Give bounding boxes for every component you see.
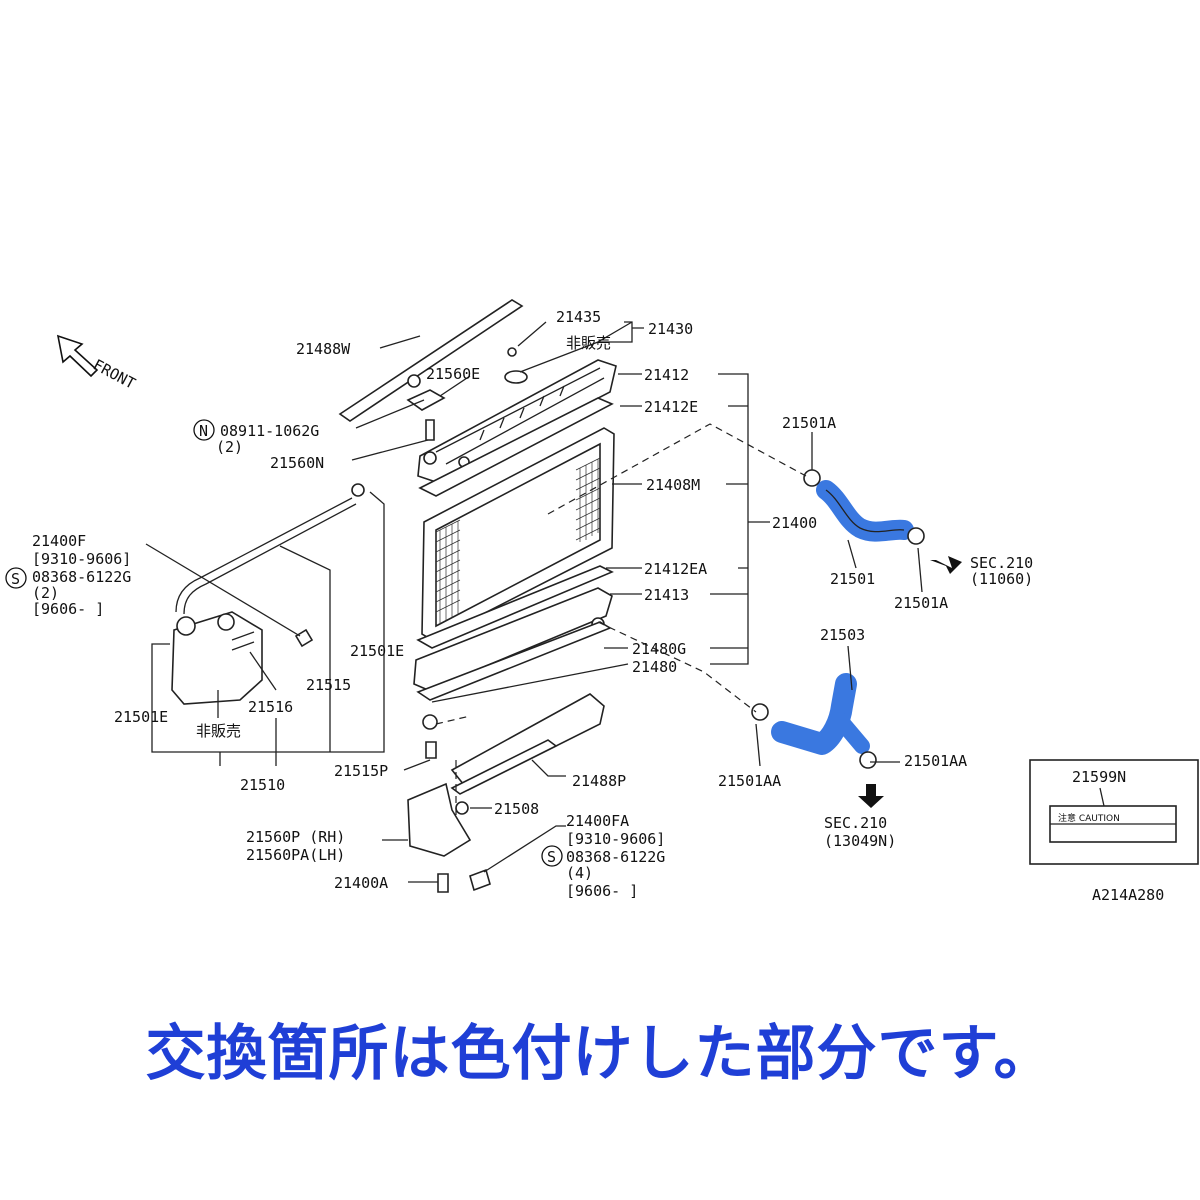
part-21501A-top: 21501A bbox=[782, 414, 836, 432]
cap-seal bbox=[507, 347, 517, 357]
sec-210-upper-ref: (11060) bbox=[970, 570, 1033, 588]
mount-nut bbox=[407, 374, 421, 388]
part-08368-6122G-a: 08368-6122G bbox=[32, 568, 131, 586]
mount-bolt bbox=[425, 419, 435, 441]
radiator-exploded-diagram: FRONT bbox=[5, 299, 1199, 904]
circle-s-icon: S bbox=[11, 570, 20, 588]
part-08911-qty: (2) bbox=[216, 438, 243, 456]
part-21560P-rh: 21560P (RH) bbox=[246, 828, 345, 846]
part-21413: 21413 bbox=[644, 586, 689, 604]
part-08368-a-qty: (2) bbox=[32, 584, 59, 602]
part-21480G: 21480G bbox=[632, 640, 686, 658]
part-08368-b-qty: (4) bbox=[566, 864, 593, 882]
sec-210-lower: SEC.210 bbox=[824, 814, 887, 832]
front-arrow-icon bbox=[56, 334, 99, 378]
lower-gasket bbox=[416, 565, 614, 649]
part-21408M: 21408M bbox=[646, 476, 700, 494]
part-21400F-range1: [9310-9606] bbox=[32, 550, 131, 568]
part-21560PA-lh: 21560PA(LH) bbox=[246, 846, 345, 864]
part-21400A: 21400A bbox=[334, 874, 388, 892]
part-21488P: 21488P bbox=[572, 772, 626, 790]
overflow-hose bbox=[175, 497, 353, 613]
replacement-note-caption: 交換箇所は色付けした部分です。 bbox=[145, 1019, 1055, 1089]
part-21510: 21510 bbox=[240, 776, 285, 794]
core-mesh bbox=[435, 457, 601, 624]
part-21412E: 21412E bbox=[644, 398, 698, 416]
upper-radiator-hose bbox=[816, 480, 914, 542]
part-21400: 21400 bbox=[772, 514, 817, 532]
part-21560N: 21560N bbox=[270, 454, 324, 472]
reservoir-bolt bbox=[294, 628, 314, 648]
part-21501AA-right: 21501AA bbox=[904, 752, 967, 770]
sec-arrow-right-icon bbox=[930, 556, 962, 574]
part-21400FA-range1: [9310-9606] bbox=[566, 830, 665, 848]
part-21400FA-range2: [9606- ] bbox=[566, 882, 638, 900]
part-21400F-range2: [9606- ] bbox=[32, 600, 104, 618]
radiator-seal-top bbox=[338, 299, 524, 422]
part-21435: 21435 bbox=[556, 308, 601, 326]
part-08368-6122G-b: 08368-6122G bbox=[566, 848, 665, 866]
lower-hose-branch bbox=[832, 712, 870, 754]
part-21501AA-left: 21501AA bbox=[718, 772, 781, 790]
part-21480: 21480 bbox=[632, 658, 677, 676]
hose-clamp-upper-1 bbox=[803, 469, 821, 487]
part-21515: 21515 bbox=[306, 676, 351, 694]
part-21516: 21516 bbox=[248, 698, 293, 716]
part-21400F: 21400F bbox=[32, 532, 86, 550]
part-21560E: 21560E bbox=[426, 365, 480, 383]
sec-210-lower-ref: (13049N) bbox=[824, 832, 896, 850]
front-label: FRONT bbox=[90, 356, 138, 393]
hose-clamp-lower-1 bbox=[751, 703, 769, 721]
part-21501E-right: 21501E bbox=[350, 642, 404, 660]
part-21501A-bottom: 21501A bbox=[894, 594, 948, 612]
part-21412EA: 21412EA bbox=[644, 560, 707, 578]
upper-gasket bbox=[418, 397, 614, 497]
sec-arrow-down-icon bbox=[858, 784, 884, 808]
radiator-cap bbox=[504, 370, 528, 384]
lower-radiator-hose bbox=[771, 673, 857, 755]
part-21501: 21501 bbox=[830, 570, 875, 588]
part-21400FA: 21400FA bbox=[566, 812, 629, 830]
hose-clamp-lower-2 bbox=[859, 751, 877, 769]
part-21599N: 21599N bbox=[1072, 768, 1126, 786]
hose-clamp-upper-2 bbox=[907, 527, 925, 545]
not-for-sale-1: 非販売 bbox=[566, 334, 611, 352]
part-21412: 21412 bbox=[644, 366, 689, 384]
part-21501E-left: 21501E bbox=[114, 708, 168, 726]
lower-seal-21488P bbox=[450, 739, 558, 795]
hose-clip bbox=[351, 483, 365, 497]
upper-tank bbox=[417, 359, 617, 483]
circle-s-icon: S bbox=[547, 848, 556, 866]
reservoir-tank bbox=[171, 611, 263, 705]
part-21508: 21508 bbox=[494, 800, 539, 818]
part-21503: 21503 bbox=[820, 626, 865, 644]
part-21515P: 21515P bbox=[334, 762, 388, 780]
part-21430: 21430 bbox=[648, 320, 693, 338]
caution-label-text: 注意 CAUTION bbox=[1058, 812, 1120, 824]
drawing-code: A214A280 bbox=[1092, 886, 1164, 904]
lower-tank bbox=[413, 587, 613, 691]
sec-210-upper: SEC.210 bbox=[970, 554, 1033, 572]
circle-n-icon: N bbox=[199, 422, 208, 440]
not-for-sale-2: 非販売 bbox=[196, 722, 241, 740]
upper-mount-bracket bbox=[406, 389, 446, 411]
lower-bracket bbox=[407, 782, 472, 857]
part-08911-1062G: 08911-1062G bbox=[220, 422, 319, 440]
part-21488W: 21488W bbox=[296, 340, 351, 358]
